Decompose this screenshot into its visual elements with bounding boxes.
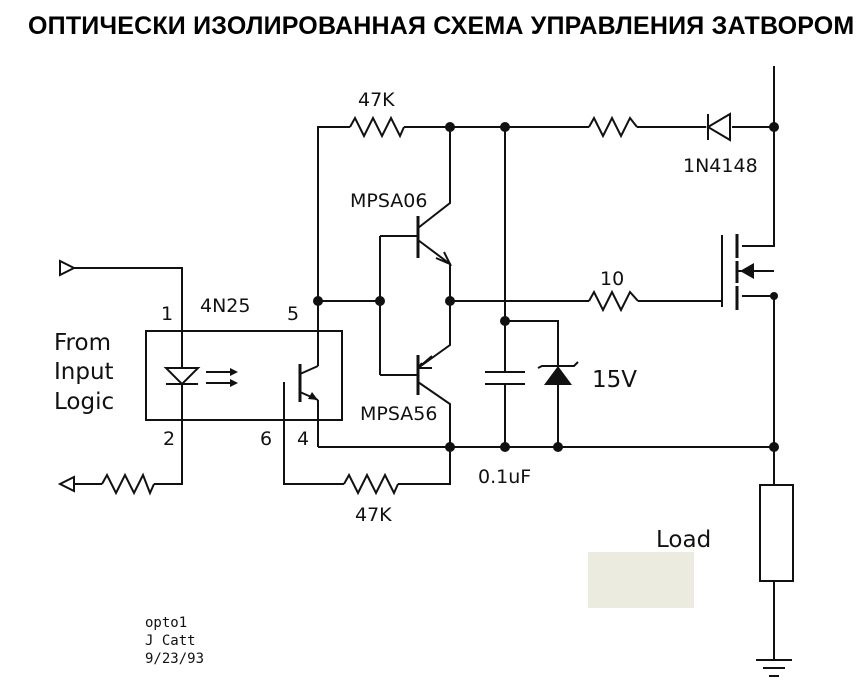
label-r-bottom: 47K: [355, 504, 392, 526]
pin-2: 2: [163, 428, 175, 450]
resistor-series: [588, 115, 638, 139]
label-load: Load: [656, 527, 711, 553]
resistor-10-gate: [588, 289, 639, 313]
diode-1n4148: [706, 112, 731, 142]
transistor-mpsa56: [416, 355, 433, 395]
input-label-line3: Logic: [54, 389, 114, 415]
mosfet: [721, 234, 774, 310]
label-q-pnp: MPSA56: [360, 403, 437, 425]
resistor-47k-bottom: [343, 472, 399, 496]
footnote-line1: opto1: [145, 615, 187, 631]
input-terminal-top: [59, 259, 77, 277]
transistor-mpsa06: [416, 216, 453, 266]
pin-6: 6: [260, 428, 272, 450]
label-r-gate: 10: [600, 268, 624, 290]
label-q-npn: MPSA06: [350, 190, 427, 212]
label-diode: 1N4148: [683, 155, 758, 177]
label-r-top: 47K: [358, 89, 395, 111]
footnote-line2: J Catt: [145, 633, 196, 649]
resistor-input: [101, 472, 155, 496]
pin-1: 1: [161, 303, 173, 325]
junction-dots: [313, 122, 779, 452]
pin-4: 4: [297, 428, 309, 450]
label-optocoupler: 4N25: [200, 295, 250, 317]
optocoupler-4n25: [145, 330, 343, 421]
load-resistor: [759, 484, 794, 582]
capacitor: [485, 371, 525, 385]
input-terminal-bottom: [57, 475, 75, 493]
resistor-47k-top: [349, 115, 405, 139]
input-label-line1: From: [54, 330, 111, 356]
input-label-line2: Input: [54, 359, 114, 385]
pin-5: 5: [287, 303, 299, 325]
label-zener: 15V: [592, 367, 637, 393]
label-capacitor: 0.1uF: [478, 466, 531, 488]
diagram-title: ОПТИЧЕСКИ ИЗОЛИРОВАННАЯ СХЕМА УПРАВЛЕНИЯ…: [28, 12, 854, 40]
background-patch: [588, 552, 694, 608]
zener-diode: [537, 361, 579, 385]
footnote-line3: 9/23/93: [145, 651, 204, 667]
